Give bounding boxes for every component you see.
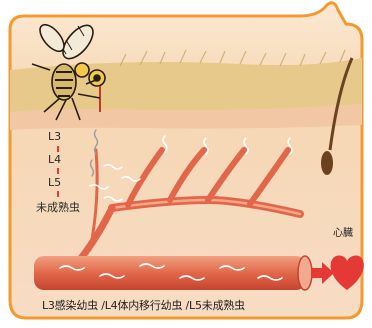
main-vessel — [34, 256, 312, 290]
stage-l5-label: L5 — [48, 176, 61, 189]
stage-l4-label: L4 — [48, 153, 61, 166]
caption: L3感染幼虫 /L4体内移行幼虫 /L5未成熟虫 — [42, 297, 245, 313]
stage-l3-label: L3 — [48, 130, 61, 143]
stage-immature-label: 未成熟虫 — [36, 199, 80, 215]
heart-label: 心臓 — [333, 224, 353, 239]
